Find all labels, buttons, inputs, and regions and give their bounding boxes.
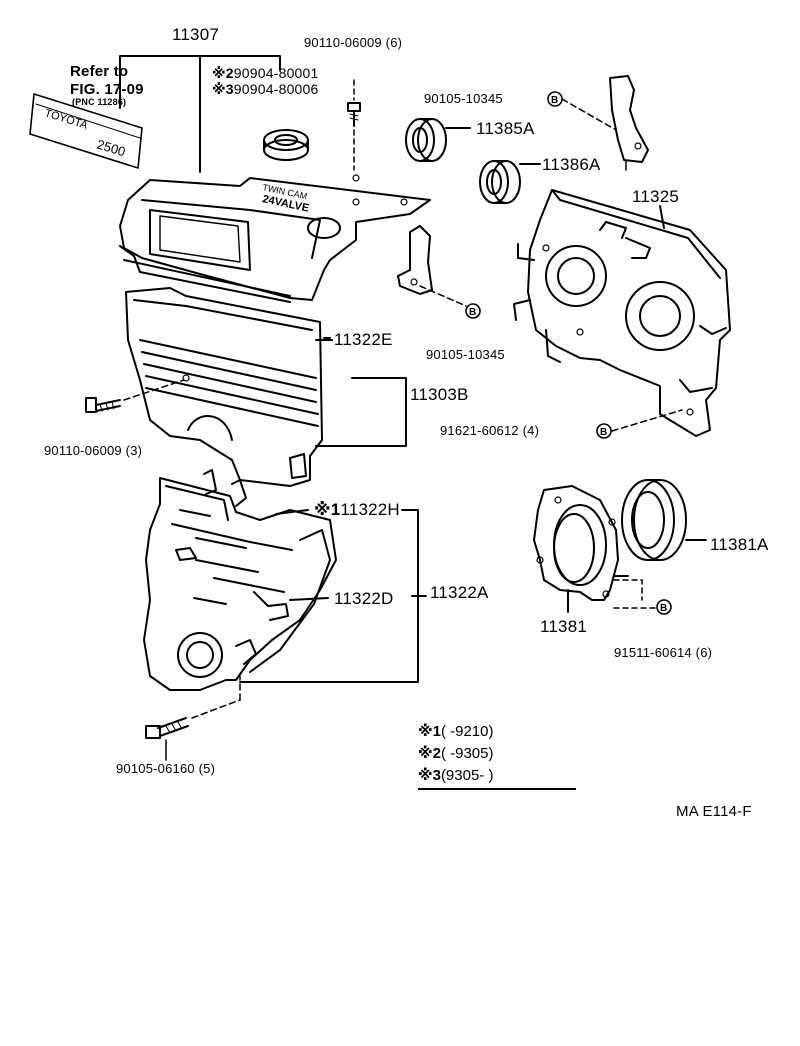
b-letter: B bbox=[469, 307, 476, 318]
label-bolt-b1: 90105-10345 bbox=[424, 91, 503, 106]
legend-mark: ※3 bbox=[418, 767, 441, 784]
bottom-bolt-drawing bbox=[145, 675, 241, 761]
refer-pnc-label: (PNC 11286) bbox=[72, 97, 127, 107]
alt-part-1: ※290904-80001 bbox=[212, 66, 319, 80]
label-11322d: 11322D bbox=[334, 589, 394, 608]
label-left-bolt: 90110-06009 (3) bbox=[44, 443, 143, 458]
legend-text: ( -9305) bbox=[440, 745, 494, 762]
legend-underline bbox=[418, 788, 576, 790]
legend-row: ※2( -9305) bbox=[418, 744, 493, 762]
legend-text: ( -9210) bbox=[440, 723, 494, 740]
lower-cover-drawing bbox=[143, 469, 337, 691]
h-mark: ※1 bbox=[314, 500, 341, 519]
leader-11307 bbox=[119, 55, 281, 173]
label-top-bolt: 90110-06009 (6) bbox=[304, 35, 403, 50]
legend-text: (9305- ) bbox=[440, 767, 494, 784]
label-bottom-bolt: 90105-06160 (5) bbox=[116, 761, 216, 776]
seal-11381a-drawing bbox=[621, 479, 707, 561]
nameplate bbox=[29, 93, 143, 169]
leader-11322e-11303b bbox=[315, 337, 407, 447]
b-letter: B bbox=[600, 427, 607, 438]
label-11303b: 11303B bbox=[410, 385, 469, 404]
b-letter: B bbox=[551, 95, 558, 106]
retainer-11381-drawing bbox=[533, 485, 657, 613]
top-bolt-drawing bbox=[347, 79, 361, 171]
bracket-top-right bbox=[561, 75, 649, 171]
label-91511: 91511-60614 (6) bbox=[614, 645, 713, 660]
alt-part-1-number: 90904-80001 bbox=[233, 65, 319, 81]
legend-mark: ※1 bbox=[418, 723, 441, 740]
middle-cover-drawing bbox=[125, 287, 323, 487]
alt-part-2-number: 90904-80006 bbox=[233, 81, 319, 97]
alt-mark-2: ※2 bbox=[212, 65, 234, 81]
reference-code: MA E114-F bbox=[676, 803, 752, 820]
label-91621: 91621-60612 (4) bbox=[440, 423, 540, 438]
label-11322h-number: 11322H bbox=[340, 500, 400, 519]
label-11386a: 11386A bbox=[542, 155, 601, 174]
left-bolt-drawing bbox=[85, 379, 185, 413]
leader-11325 bbox=[659, 205, 665, 229]
label-11307: 11307 bbox=[172, 25, 220, 44]
label-11385a: 11385A bbox=[476, 119, 535, 138]
leader-91621 bbox=[611, 409, 683, 432]
legend-mark: ※2 bbox=[418, 745, 441, 762]
rear-cover-11325-drawing bbox=[513, 189, 731, 437]
label-11325: 11325 bbox=[632, 187, 680, 206]
refer-fig-label: FIG. 17-09 bbox=[70, 81, 144, 98]
alt-part-2: ※390904-80006 bbox=[212, 82, 319, 96]
label-11322h: ※111322H bbox=[314, 501, 400, 518]
refer-to-label: Refer to bbox=[70, 63, 129, 80]
label-11322a: 11322A bbox=[430, 583, 489, 602]
legend-row: ※3(9305- ) bbox=[418, 766, 493, 784]
seal-11385a-drawing bbox=[405, 118, 471, 162]
leader-lower-parts bbox=[239, 509, 427, 683]
alt-mark-3: ※3 bbox=[212, 81, 234, 97]
seal-11386a-drawing bbox=[479, 160, 541, 204]
label-bolt-b2: 90105-10345 bbox=[426, 347, 505, 362]
b-letter: B bbox=[660, 603, 667, 614]
bracket-middle bbox=[397, 225, 467, 307]
label-11381: 11381 bbox=[540, 617, 588, 636]
upper-cover-drawing bbox=[119, 174, 431, 303]
grommet-drawing bbox=[263, 129, 309, 161]
legend-row: ※1( -9210) bbox=[418, 722, 493, 740]
label-11322e: 11322E bbox=[334, 330, 393, 349]
label-11381a: 11381A bbox=[710, 535, 769, 554]
